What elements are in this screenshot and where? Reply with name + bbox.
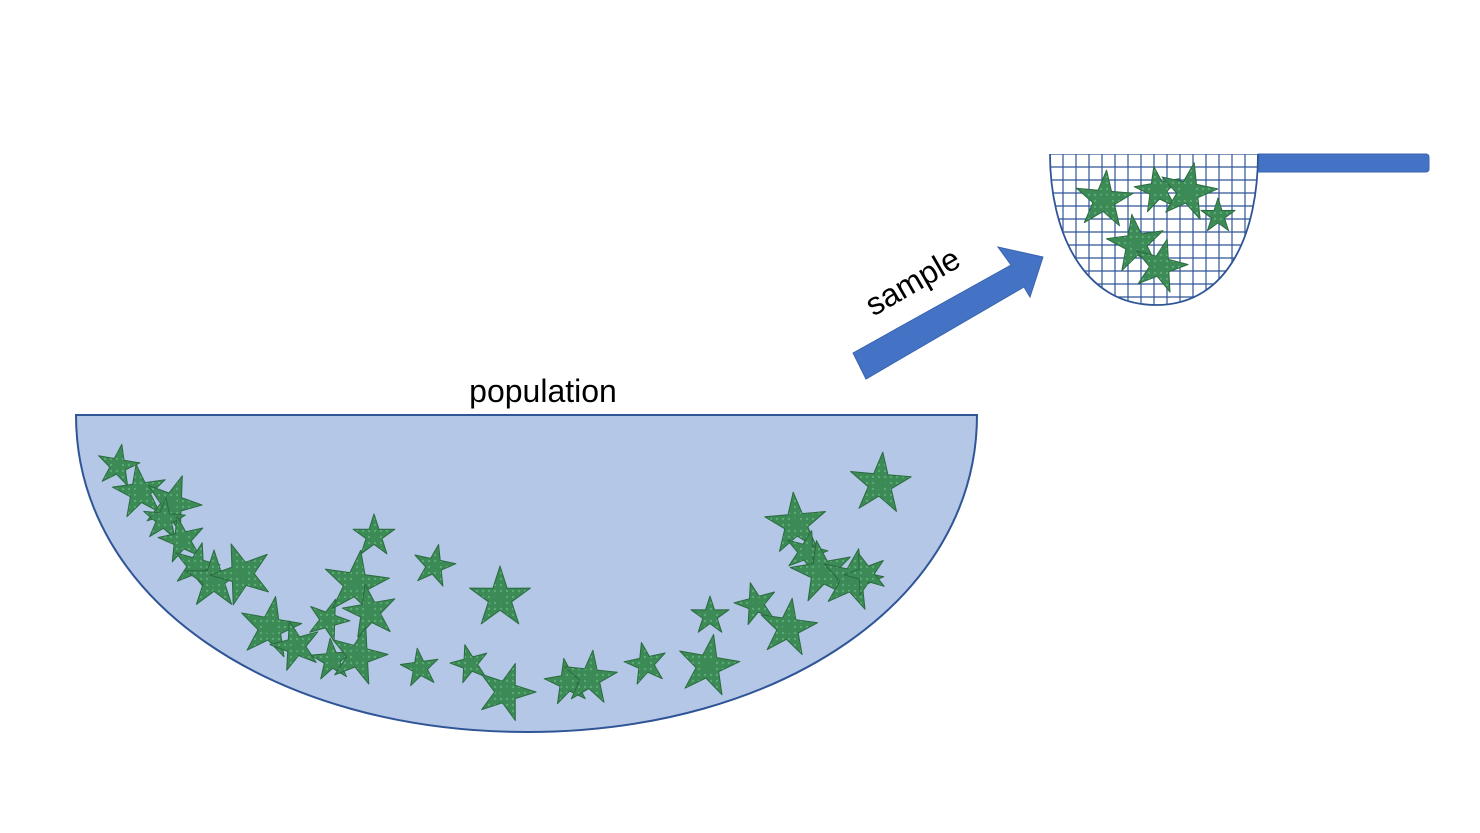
arrow-icon (852, 246, 1044, 380)
starfish-icon (269, 620, 319, 671)
net-handle (1255, 153, 1430, 173)
starfish-icon (332, 626, 389, 685)
starfish-icon (414, 544, 457, 587)
net-rim (1049, 153, 1259, 306)
starfish-icon (157, 516, 204, 563)
starfish-icon (787, 530, 829, 573)
starfish-icon (850, 451, 912, 512)
starfish-icon (449, 644, 488, 684)
starfish-icon (563, 649, 618, 703)
population-starfish-group (98, 443, 912, 721)
starfish-icon (679, 634, 741, 696)
starfish-icon (98, 443, 141, 487)
starfish-icon (143, 497, 186, 540)
starfish-icon (324, 549, 390, 615)
starfish-icon (1136, 238, 1189, 293)
starfish-icon (789, 540, 851, 602)
fishing-net-icon (1049, 153, 1430, 306)
starfish-icon (1161, 162, 1219, 220)
starfish-icon (690, 595, 730, 633)
starfish-icon (111, 463, 166, 518)
starfish-icon (760, 597, 818, 655)
starfish-icon (341, 583, 396, 638)
starfish-icon (469, 565, 531, 625)
starfish-icon (733, 582, 775, 625)
starfish-icon (146, 475, 203, 534)
starfish-icon (399, 647, 439, 687)
starfish-icon (623, 642, 666, 685)
starfish-icon (309, 598, 351, 642)
starfish-icon (352, 513, 396, 555)
sample-starfish-group (1075, 162, 1236, 293)
population-bowl (74, 414, 979, 734)
starfish-icon (1075, 169, 1134, 227)
population-label: population (469, 373, 617, 409)
sample-arrow (852, 246, 1044, 380)
starfish-icon (1200, 197, 1236, 232)
starfish-icon (843, 552, 885, 596)
starfish-icon (481, 663, 537, 721)
starfish-icon (209, 543, 269, 606)
starfish-icon (241, 596, 303, 658)
